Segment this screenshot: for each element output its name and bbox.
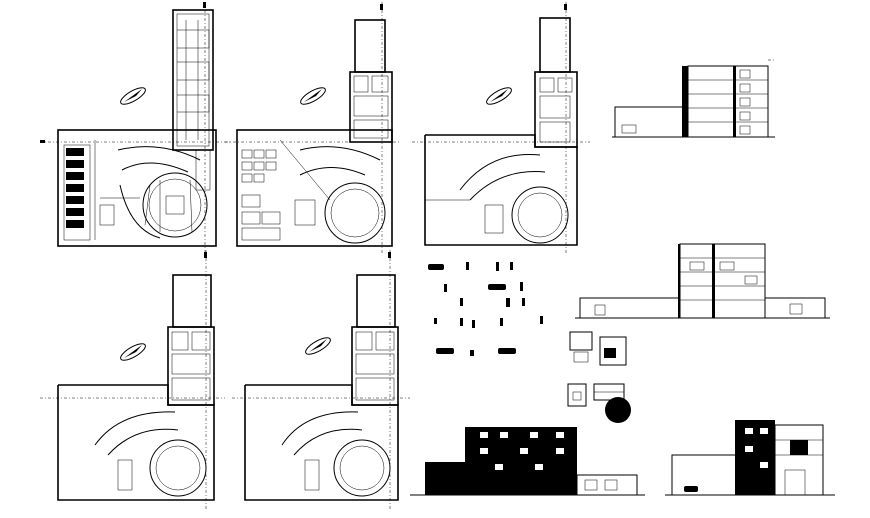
floor-plan-5 <box>232 250 410 510</box>
plan-1-parking <box>63 144 91 241</box>
plan-4-outline <box>57 384 215 501</box>
plan-5-rotunda <box>333 439 391 497</box>
north-arrow-icon <box>305 337 331 355</box>
north-arrow-icon <box>300 87 326 105</box>
tree-icon <box>605 397 631 423</box>
plan-2-upper-wing <box>354 19 386 73</box>
plan-5-outline <box>244 384 399 501</box>
floor-plan-4 <box>40 250 225 510</box>
plan-2-rotunda <box>324 182 386 244</box>
north-arrow-icon <box>120 343 146 361</box>
north-arrow-icon <box>120 87 146 105</box>
north-arrow-icon <box>486 87 512 105</box>
floor-plan-3 <box>412 2 590 255</box>
plan-4-rotunda <box>149 439 207 497</box>
person-icon <box>434 262 543 356</box>
building-section-1 <box>612 59 776 138</box>
building-elevation-1 <box>410 427 645 496</box>
plan-2-offices <box>241 149 281 241</box>
plan-2-main-block <box>236 129 393 247</box>
floor-plan-1 <box>40 2 230 255</box>
car-icon <box>428 264 516 354</box>
floor-plan-2 <box>225 2 400 255</box>
plan-1-rotunda <box>142 172 208 238</box>
plan-1-tower-wing <box>172 9 214 151</box>
detail-drawings <box>567 331 631 423</box>
building-elevation-2 <box>665 420 835 496</box>
plan-3-outline <box>424 134 578 246</box>
car-icon <box>684 486 698 492</box>
building-section-2 <box>575 243 830 319</box>
plan-3-rotunda <box>511 186 569 244</box>
plan-1-main-block <box>57 129 217 247</box>
